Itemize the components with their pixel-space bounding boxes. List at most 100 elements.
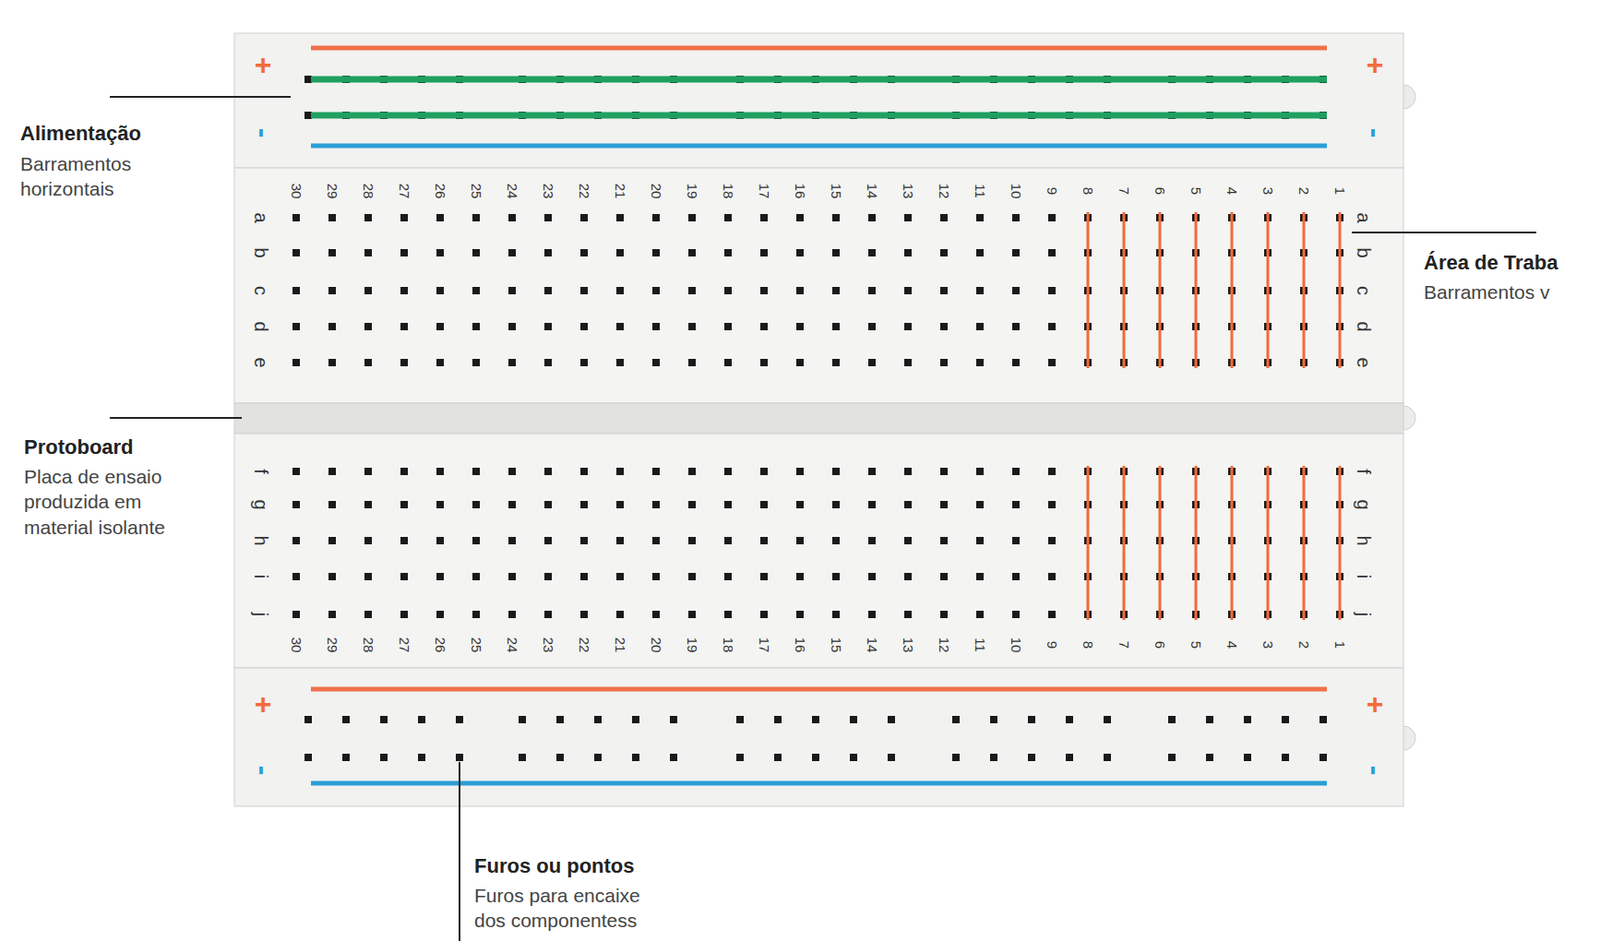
column-number: 14 [864,183,881,200]
column-number: 21 [612,183,629,200]
hole [544,286,552,295]
hole [508,573,516,581]
hole [1048,501,1056,509]
hole [616,573,624,581]
hole [724,537,732,545]
column-number: 12 [936,637,953,654]
hole [1319,753,1327,762]
hole [1065,753,1074,762]
hole [292,467,300,476]
column-number: 23 [540,183,557,200]
hole [508,537,516,545]
hole [580,322,588,331]
polarity-sign: + [1366,687,1385,722]
row-letter: g [250,499,272,510]
hole [400,573,408,581]
hole [688,214,696,222]
positive-line [310,46,1327,51]
row-letter: e [250,357,272,368]
hole [544,249,552,257]
hole [688,358,696,367]
hole [724,501,732,509]
hole [940,214,948,222]
hole [580,501,588,509]
hole [760,358,768,367]
hole [940,249,948,257]
hole [508,214,516,222]
hole [904,322,912,331]
hole [328,249,336,257]
hole [774,753,782,762]
polarity-sign: - [246,128,281,139]
row-letter: j [250,612,272,617]
hole [868,501,876,509]
hole [1048,467,1056,476]
hole [940,501,948,509]
hole [904,286,912,295]
hole [616,214,624,222]
hole [616,249,624,257]
hole [508,322,516,331]
hole [688,610,696,619]
hole [940,610,948,619]
leader-line [1351,231,1537,234]
hole [904,610,912,619]
hole [904,573,912,581]
hole [436,610,444,619]
column-number: 16 [792,183,809,200]
hole [868,610,876,619]
column-number: 28 [360,637,377,654]
hole [616,537,624,545]
column-number: 3 [1260,641,1277,649]
hole [436,322,444,331]
row-letter: c [1352,286,1374,296]
column-number: 20 [648,183,665,200]
hole [580,286,588,295]
column-number: 18 [720,183,737,200]
hole [328,537,336,545]
hole [328,286,336,295]
power-rail-bottom [234,668,1404,807]
hole [580,249,588,257]
hole [1243,716,1252,724]
connection-strip [1194,212,1198,369]
column-number: 4 [1224,641,1241,649]
hole [1103,753,1111,762]
hole [940,358,948,367]
hole [796,249,804,257]
hole [328,214,336,222]
connection-strip [1230,465,1234,621]
hole [724,610,732,619]
connection-strip [1338,212,1342,369]
hole [544,358,552,367]
hole [1012,467,1020,476]
leader-line [109,95,291,98]
hole [976,286,984,295]
hole [1281,753,1290,762]
hole [1012,501,1020,509]
column-number: 10 [1008,637,1025,654]
hole [436,214,444,222]
hole [904,537,912,545]
column-number: 5 [1188,187,1205,195]
column-number: 3 [1260,187,1277,195]
connection-strip [1086,465,1090,621]
callout-heading: Furos ou pontos [474,854,635,879]
hole [904,501,912,509]
hole [976,501,984,509]
hole [508,286,516,295]
hole [796,501,804,509]
hole [328,573,336,581]
column-number: 16 [792,637,809,654]
hole [652,573,660,581]
polarity-sign: + [254,687,273,722]
hole [940,573,948,581]
polarity-sign: - [1358,128,1393,139]
board-body [234,33,1416,807]
hole [796,573,804,581]
hole [472,358,480,367]
hole [417,716,426,724]
hole [328,610,336,619]
hole [832,214,840,222]
hole [580,573,588,581]
